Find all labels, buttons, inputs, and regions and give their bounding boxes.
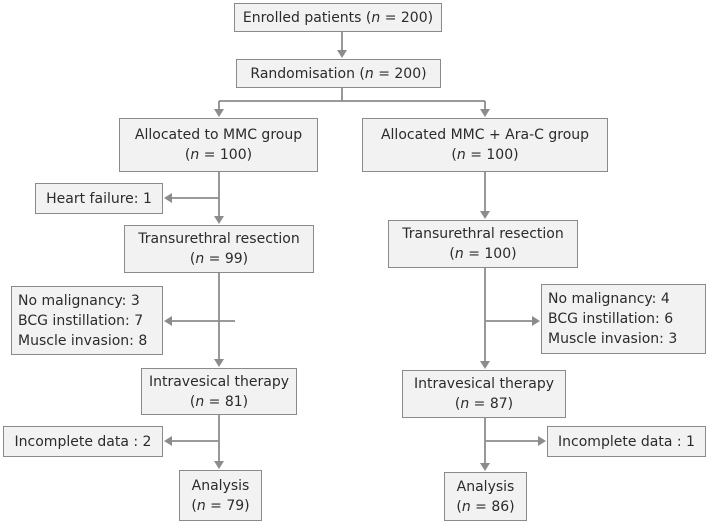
right-allocated-box: Allocated MMC + Ara-C group (n = 100) <box>362 118 608 172</box>
left-heart-failure-box: Heart failure: 1 <box>35 183 163 214</box>
randomisation-box: Randomisation (n = 200) <box>236 59 441 88</box>
right-exclusion-box: No malignancy: 4 BCG instillation: 6 Mus… <box>541 284 706 354</box>
right-analysis-box: Analysis (n = 86) <box>444 472 527 521</box>
arrowhead <box>538 436 546 446</box>
arrowhead <box>480 361 490 369</box>
arrowhead <box>480 109 490 117</box>
enrolled-box: Enrolled patients (n = 200) <box>234 3 442 32</box>
left-exclusion-box: No malignancy: 3 BCG instillation: 7 Mus… <box>11 286 163 355</box>
arrowhead <box>532 316 540 326</box>
arrowhead <box>214 216 224 224</box>
right-incomplete-box: Incomplete data : 1 <box>547 426 706 457</box>
left-analysis-box: Analysis (n = 79) <box>179 470 262 521</box>
left-allocated-box: Allocated to MMC group (n = 100) <box>119 118 318 172</box>
left-tur-box: Transurethral resection (n = 99) <box>124 225 314 273</box>
right-therapy-box: Intravesical therapy (n = 87) <box>402 370 566 418</box>
arrowhead <box>164 436 172 446</box>
arrowhead <box>337 50 347 58</box>
left-incomplete-box: Incomplete data : 2 <box>3 426 163 457</box>
arrowhead <box>214 109 224 117</box>
arrowhead <box>214 461 224 469</box>
arrowhead <box>480 463 490 471</box>
right-tur-box: Transurethral resection (n = 100) <box>388 220 578 268</box>
arrowhead <box>164 316 172 326</box>
arrowhead <box>164 193 172 203</box>
arrowhead <box>480 211 490 219</box>
arrowhead <box>214 359 224 367</box>
left-therapy-box: Intravesical therapy (n = 81) <box>141 368 297 415</box>
